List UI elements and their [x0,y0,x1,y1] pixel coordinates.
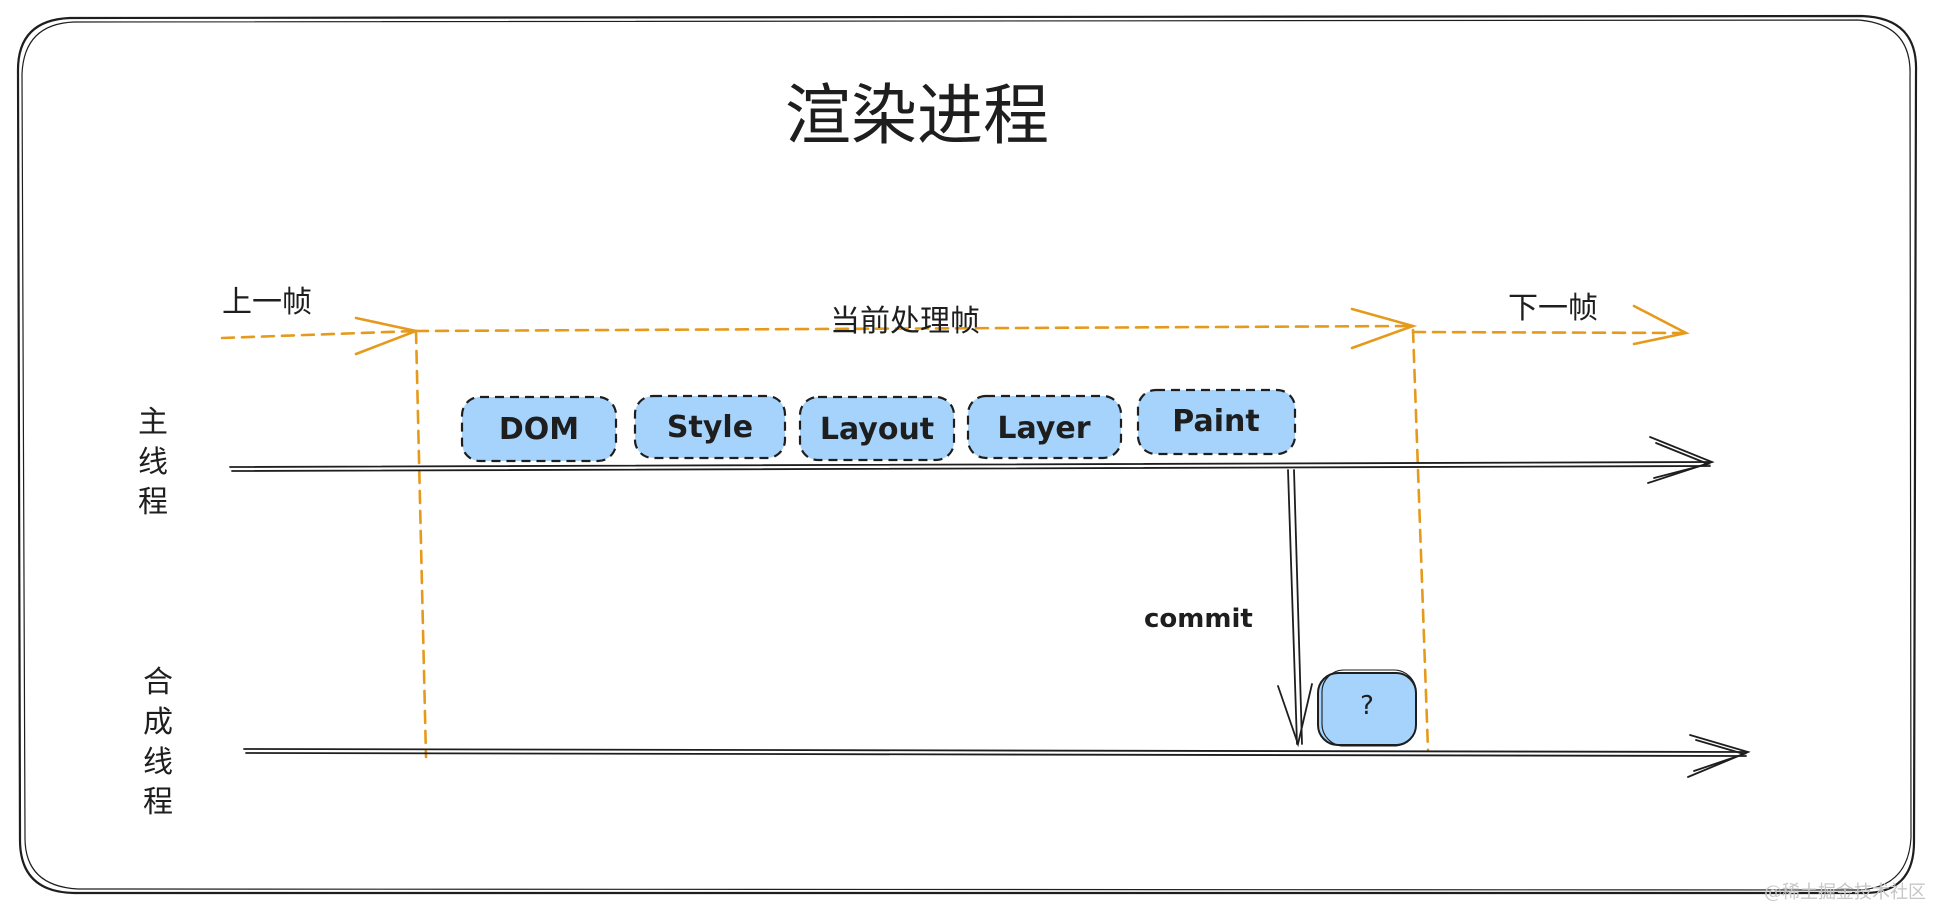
pipeline-step-style-box [633,394,787,460]
pipeline-step-paint-label: Paint [1172,404,1259,439]
current-frame-label: 当前处理帧 [830,304,980,339]
compositor-thread-label: 合 成 线 程 [143,665,173,820]
pipeline-step-style-label: Style [667,410,753,445]
prev-frame-label: 上一帧 [222,285,312,320]
frame-start-boundary [414,329,428,759]
next-frame-arrowhead [1632,304,1690,346]
pipeline-step-layout: Layout [798,395,956,462]
prev-frame-line [220,329,418,340]
main-thread-arrowhead-sketch [1653,442,1711,479]
compositor-thread-arrowhead [1687,734,1751,778]
pipeline-step-layer: Layer [966,394,1123,460]
current-frame-arrowhead [1350,307,1418,350]
compositor-task-box-sketch [1321,669,1417,747]
compositor-thread-label-char: 程 [143,785,173,820]
main-thread-label-char: 线 [138,445,168,480]
main-thread-label-char: 程 [138,485,168,520]
frame-timeline [220,304,1690,759]
pipeline-step-style: Style [633,394,787,460]
frame-end-boundary [1411,328,1430,752]
compositor-task-label: ? [1360,691,1374,721]
commit-arrow-shaft [1287,469,1298,745]
pipeline-step-paint-box [1136,388,1297,456]
pipeline-step-dom-label: DOM [499,412,579,447]
pipeline-step-paint: Paint [1136,388,1297,456]
pipeline-step-layout-box [798,395,956,462]
compositor-thread-axis-line-sketch [245,752,1747,757]
main-thread-axis [229,436,1715,484]
compositor-thread-axis-line [243,748,1749,753]
main-thread-label-char: 主 [138,405,168,440]
commit-arrow-shaft-sketch [1293,469,1303,745]
compositor-task: ? [1317,669,1417,747]
compositor-thread-label-char: 成 [143,705,173,740]
compositor-thread-label-char: 合 [143,665,173,700]
main-thread-axis-line-sketch [231,465,1711,472]
commit-arrow [1277,469,1313,748]
compositor-thread-axis [243,734,1751,778]
pipeline-step-layer-label: Layer [997,411,1090,446]
pipeline-step-dom: DOM [460,395,618,463]
diagram-title: 渲染进程 [785,77,1049,154]
main-thread-axis-line [229,461,1713,468]
main-thread-label: 主 线 程 [138,405,168,520]
prev-frame-arrowhead [354,316,421,356]
commit-arrow-head [1277,683,1313,748]
compositor-thread-arrowhead-sketch [1693,739,1747,772]
commit-label: commit [1144,604,1253,634]
pipeline-steps: DOM Style Layout Layer Paint [460,388,1297,463]
compositor-thread-label-char: 线 [143,745,173,780]
pipeline-step-dom-box [460,395,618,463]
outer-border-sketch [21,19,1912,891]
current-frame-line [414,324,1415,333]
outer-border [16,14,1918,895]
watermark: @稀土掘金技术社区 [1764,882,1926,903]
pipeline-step-layout-label: Layout [820,412,934,447]
next-frame-line [1411,330,1688,335]
next-frame-label: 下一帧 [1508,291,1598,326]
main-thread-arrowhead [1647,436,1715,484]
pipeline-step-layer-box [966,394,1123,460]
